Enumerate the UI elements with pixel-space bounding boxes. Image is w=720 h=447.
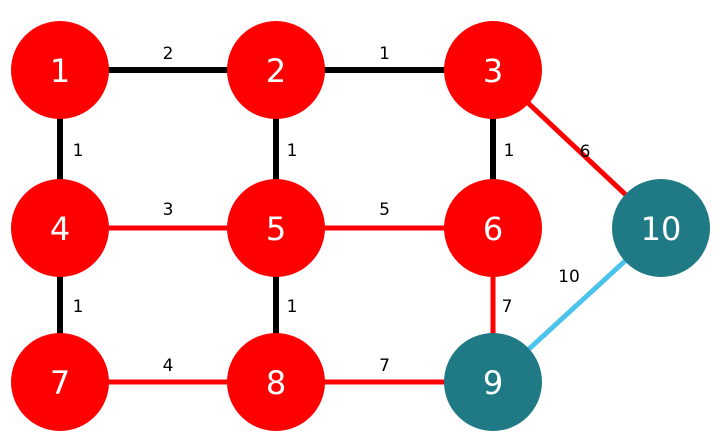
node-label: 4 [50,210,70,248]
edge-weight-4-7: 1 [73,297,84,317]
node-circle [612,179,710,277]
edge-weight-9-10: 10 [558,267,580,287]
edge-weight-5-8: 1 [287,297,298,317]
node-3: 3 [444,21,542,119]
edge-labels-layer: 2 1 1 1 1 6 3 5 1 1 7 10 4 7 [73,44,591,376]
edge-weight-6-9: 7 [502,297,513,317]
node-label: 9 [483,364,503,402]
node-circle [11,179,109,277]
edge-weight-3-6: 1 [504,141,515,161]
edge-weight-7-8: 4 [163,356,174,376]
node-4: 4 [11,179,109,277]
edge-weight-1-4: 1 [73,141,84,161]
node-circle [227,179,325,277]
node-circle [227,21,325,119]
node-5: 5 [227,179,325,277]
nodes-layer: 1 2 3 4 5 6 7 8 9 10 [11,21,710,431]
node-10: 10 [612,179,710,277]
node-circle [11,333,109,431]
edge-weight-8-9: 7 [379,356,390,376]
edges-layer [57,67,663,385]
node-label: 1 [50,52,70,90]
node-label: 5 [266,210,286,248]
edge-weight-2-3: 1 [379,44,390,64]
node-label: 6 [483,210,503,248]
node-label: 10 [641,210,682,248]
edge-weight-4-5: 3 [163,200,174,220]
edge-weight-5-6: 5 [379,200,390,220]
edge-weight-2-5: 1 [287,141,298,161]
node-2: 2 [227,21,325,119]
node-label: 2 [266,52,286,90]
node-7: 7 [11,333,109,431]
node-circle [444,21,542,119]
node-circle [227,333,325,431]
node-8: 8 [227,333,325,431]
node-label: 7 [50,364,70,402]
node-1: 1 [11,21,109,119]
edge-weight-1-2: 2 [163,44,174,64]
node-circle [444,179,542,277]
edge-weight-3-10: 6 [580,142,591,162]
node-9: 9 [444,333,542,431]
node-circle [444,333,542,431]
node-label: 8 [266,364,286,402]
node-6: 6 [444,179,542,277]
node-label: 3 [483,52,503,90]
node-circle [11,21,109,119]
